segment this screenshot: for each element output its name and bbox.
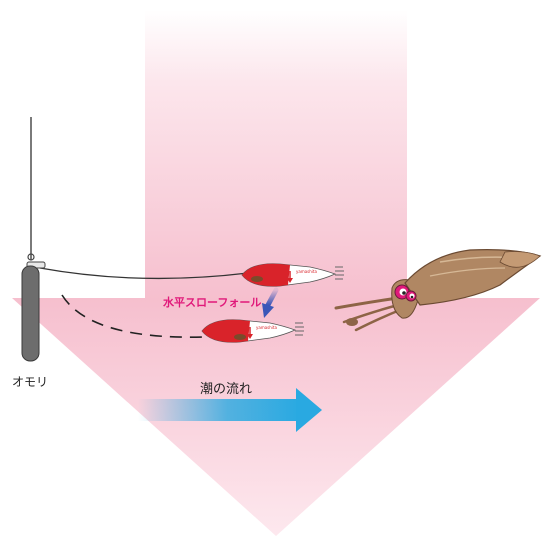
squid-icon [334,249,542,332]
arrow-right-icon [138,388,322,432]
svg-text:yamashita: yamashita [296,269,317,274]
sinker-label: オモリ [12,375,49,389]
lure-lower: yamashita [201,319,304,343]
arrow-down-icon [262,287,279,318]
slow-fall-label: 水平スローフォール [163,296,262,309]
leader-line [39,267,249,280]
lure-upper: yamashita [241,263,344,287]
tide-flow-label: 潮の流れ [200,382,253,397]
weight-icon [21,265,40,362]
fall-path-dashed [61,294,206,338]
svg-text:yamashita: yamashita [256,325,277,330]
